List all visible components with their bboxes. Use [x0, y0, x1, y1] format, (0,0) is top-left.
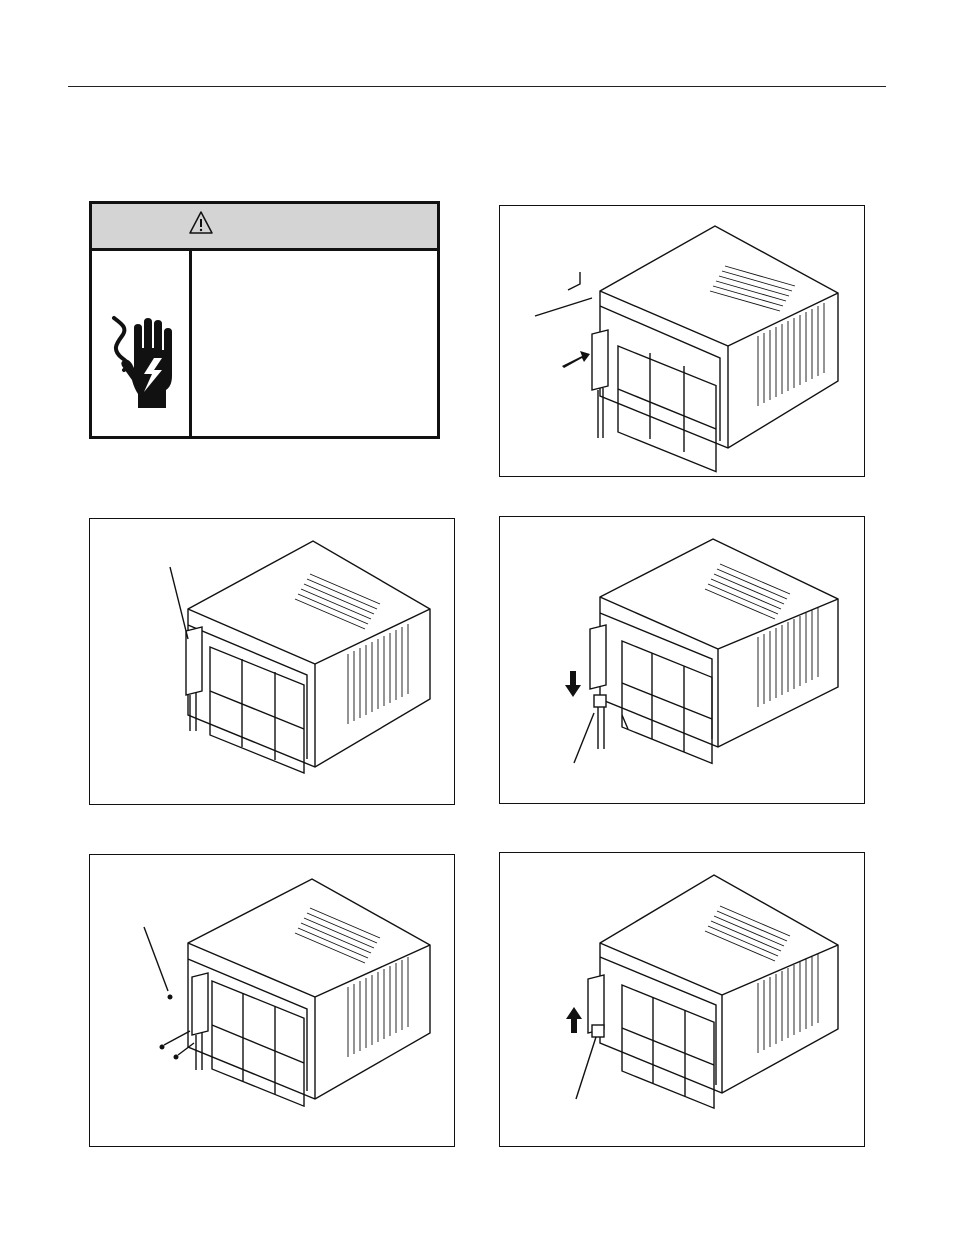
air-conditioner-illustration: [566, 874, 839, 1110]
air-conditioner-illustration: [169, 540, 431, 774]
warning-triangle-icon: [189, 211, 213, 234]
electrical-shock-hand-icon: [112, 316, 172, 408]
figure-bottom-left: [89, 854, 455, 1147]
air-conditioner-illustration: [534, 225, 839, 473]
figure-bottom-right: [499, 852, 865, 1147]
warning-header: [92, 204, 437, 251]
figure-top-right: [499, 205, 865, 477]
figure-middle-left: [89, 518, 455, 805]
arrow-up-icon: [566, 1007, 582, 1033]
figure-middle-right: [499, 516, 865, 804]
arrow-down-icon: [565, 671, 581, 697]
warning-divider: [189, 248, 192, 436]
air-conditioner-illustration: [143, 878, 431, 1108]
header-rule: [68, 86, 886, 87]
warning-box: [89, 201, 440, 439]
air-conditioner-illustration: [565, 538, 839, 765]
arrow-left-icon: [562, 351, 590, 368]
